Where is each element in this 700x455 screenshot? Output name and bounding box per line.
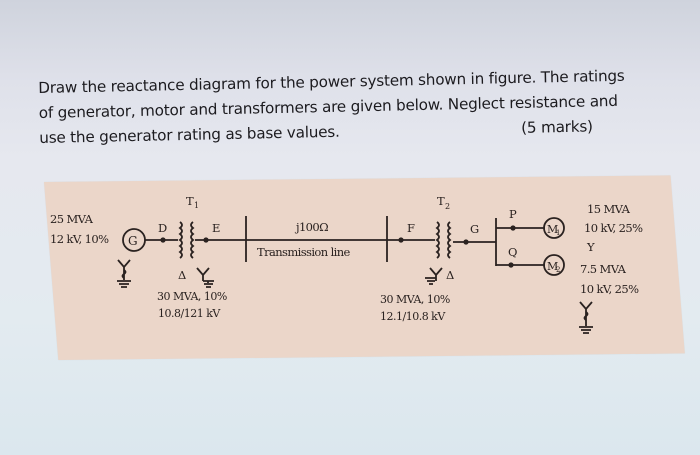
bus-e-label: E xyxy=(212,221,220,235)
t1-mva-label: 30 MVA, 10% xyxy=(157,290,227,303)
bus-d-dot xyxy=(160,237,166,243)
generator: 25 MVA 12 kV, 10% G xyxy=(50,212,146,288)
t2-delta-symbol: Δ xyxy=(446,268,454,282)
bus-p-dot xyxy=(510,225,516,231)
t1-secondary-coil-icon xyxy=(190,221,195,259)
m1-kv-label: 10 kV, 25% xyxy=(584,221,643,235)
grounded-wye-icon xyxy=(117,259,131,288)
t1-primary-coil-icon xyxy=(178,221,183,259)
t1-label: T xyxy=(186,194,194,208)
m1-mva-label: 15 MVA xyxy=(587,202,631,216)
gen-mva-label: 25 MVA xyxy=(50,212,94,226)
t2-mva-label: 30 MVA, 10% xyxy=(380,293,450,306)
m2-mva-label: 7.5 MVA xyxy=(580,262,627,276)
t2-primary-coil-icon xyxy=(435,221,440,259)
m2-grounded-wye-icon xyxy=(579,301,593,334)
bus-q-dot xyxy=(508,262,514,268)
motor-1-subscript: 1 xyxy=(556,229,560,237)
t2-secondary-coil-icon xyxy=(447,221,452,259)
motor-1-circle-icon xyxy=(543,217,565,239)
m2-kv-label: 10 kV, 25% xyxy=(580,282,639,296)
bus-q-label: Q xyxy=(508,245,517,259)
t1-grounded-wye-icon xyxy=(196,267,214,288)
motor-2-symbol: M xyxy=(547,260,558,273)
t1-subscript: 1 xyxy=(194,201,199,210)
bus-g-label: G xyxy=(470,222,479,236)
bus-e-dot xyxy=(203,237,209,243)
transformer-t1: T 1 Δ 30 MVA, 10% 10.8/121 kV xyxy=(157,194,227,320)
motor-2: M 2 7.5 MVA 10 kV, 25% xyxy=(543,254,640,334)
t2-grounded-wye-icon xyxy=(425,267,443,285)
line-impedance-label: j100Ω xyxy=(294,220,328,234)
motor-1: M 1 15 MVA 10 kV, 25% Y xyxy=(543,202,644,254)
t2-label: T xyxy=(437,194,445,208)
t1-kv-label: 10.8/121 kV xyxy=(158,307,221,320)
t2-subscript: 2 xyxy=(445,202,450,211)
transformer-t2: T 2 Δ 30 MVA, 10% 12.1/10.8 kV xyxy=(380,194,455,323)
motor-2-subscript: 2 xyxy=(556,266,560,274)
gen-kv-label: 12 kV, 10% xyxy=(50,232,109,246)
t2-kv-label: 12.1/10.8 kV xyxy=(380,310,446,323)
bus-p-label: P xyxy=(509,207,517,221)
m1-connection: Y xyxy=(586,240,595,254)
bus-f-dot xyxy=(398,237,404,243)
line-label: Transmission line xyxy=(257,245,351,259)
bus-g-dot xyxy=(463,239,469,245)
motor-1-symbol: M xyxy=(547,223,558,236)
generator-symbol: G xyxy=(128,234,138,248)
motor-2-circle-icon xyxy=(543,254,565,276)
bus-d-label: D xyxy=(158,221,167,235)
t1-delta-symbol: Δ xyxy=(178,268,186,282)
bus-f-label: F xyxy=(407,221,415,235)
